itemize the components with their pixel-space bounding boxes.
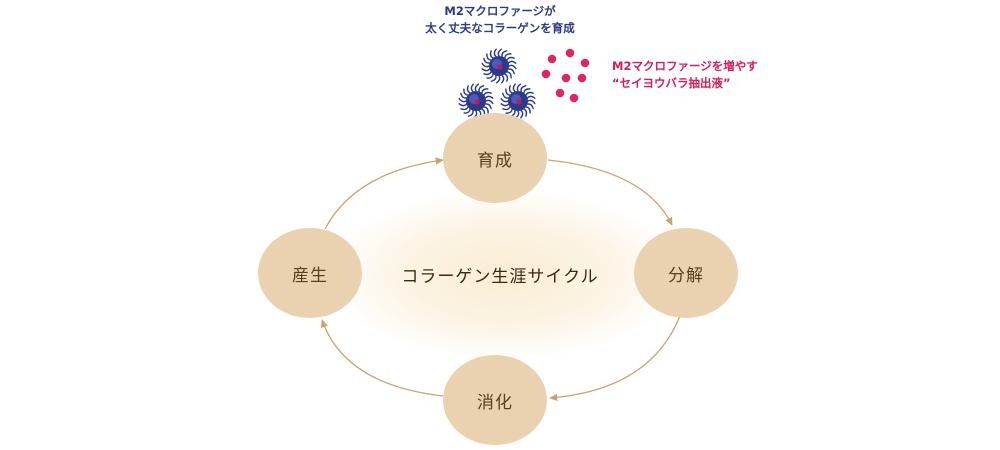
extract-annotation-line2: “セイヨウバラ抽出液” — [612, 76, 731, 90]
extract-particle-8 — [569, 93, 579, 103]
extract-particle-1 — [547, 54, 557, 64]
stage-label-growth: 育成 — [477, 150, 513, 171]
stage-label-digestion: 消化 — [477, 392, 513, 413]
macrophage-cell-3 — [500, 83, 536, 119]
extract-particle-2 — [565, 48, 575, 58]
extract-particle-6 — [577, 73, 587, 83]
stage-node-growth: 育成 — [443, 113, 547, 203]
arrow-bottom-to-left — [321, 319, 444, 397]
extract-particle-7 — [555, 88, 565, 98]
m2-annotation-line1: M2マクロファージが — [444, 4, 556, 18]
stage-node-production: 産生 — [258, 228, 362, 318]
arrow-left-to-top — [324, 157, 444, 230]
extract-particle-3 — [580, 58, 590, 68]
arrow-right-to-bottom — [549, 315, 681, 402]
extract-particle-4 — [541, 69, 551, 79]
macrophage-cell-1 — [481, 48, 517, 84]
center-glow — [330, 190, 680, 360]
stage-label-decomposition: 分解 — [668, 265, 704, 286]
extract-annotation-line1: M2マクロファージを増やす — [612, 59, 758, 73]
extract-particle-5 — [561, 73, 571, 83]
cycle-title: コラーゲン生涯サイクル — [401, 267, 599, 287]
rose-extract-annotation: M2マクロファージを増やす “セイヨウバラ抽出液” — [612, 58, 758, 92]
arrow-top-to-right — [547, 159, 673, 226]
stage-node-digestion: 消化 — [443, 355, 547, 445]
stage-label-production: 産生 — [292, 265, 328, 286]
m2-annotation-line2: 太く丈夫なコラーゲンを育成 — [425, 21, 575, 35]
stage-node-decomposition: 分解 — [634, 228, 738, 318]
m2-macrophage-annotation: M2マクロファージが 太く丈夫なコラーゲンを育成 — [400, 3, 600, 37]
